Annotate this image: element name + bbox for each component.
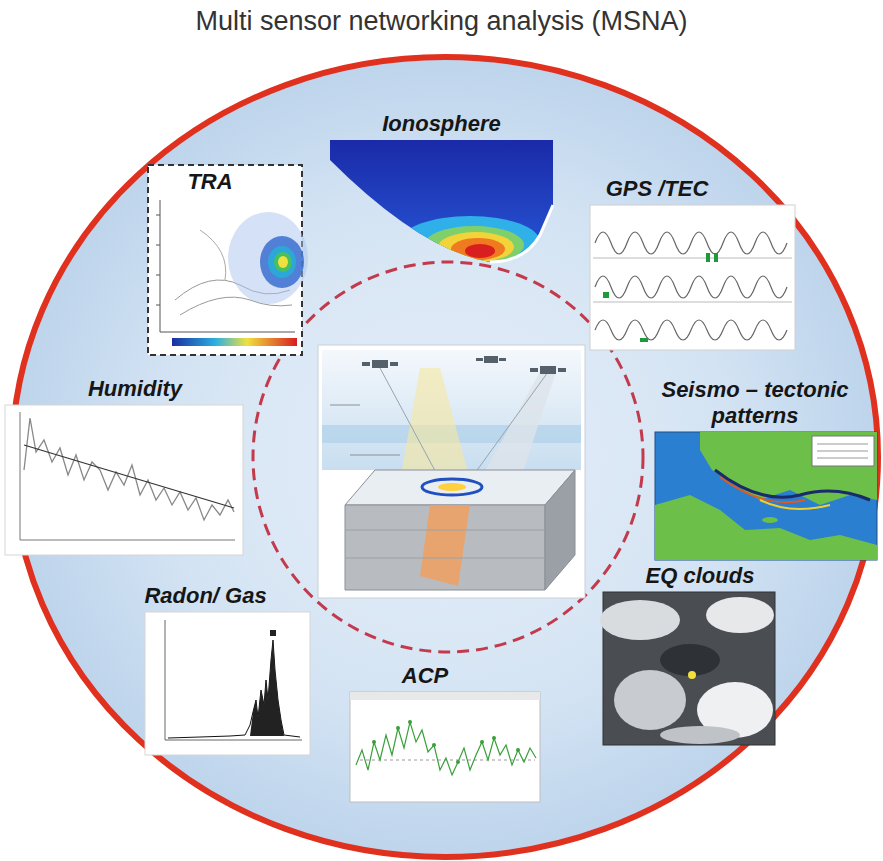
sensor-panel: TRA [148, 165, 302, 355]
panel-heading: Radon/ Gas [118, 583, 293, 608]
center-illustration [318, 345, 585, 598]
inner-ring [253, 262, 643, 652]
tra-image [148, 165, 308, 355]
panel-heading: TRA [160, 169, 260, 194]
acp-chart [350, 692, 540, 802]
panel-heading: Ionosphere [330, 111, 553, 136]
eq-clouds-image [600, 592, 775, 745]
sensor-panel: Humidity [5, 405, 243, 555]
panel-heading: Seismo – tectonic patterns [630, 377, 880, 428]
humidity-image [5, 405, 243, 555]
sensor-panel: Ionosphere [330, 140, 553, 262]
sensor-panel: Radon/ Gas [145, 612, 310, 755]
diagram-title: Multi sensor networking analysis (MSNA) [0, 6, 883, 37]
sensor-panel: ACP [350, 692, 540, 802]
sensor-panel: Seismo – tectonic patterns [655, 432, 877, 560]
seismo-tectonic-map [655, 432, 877, 560]
ionosphere-image [330, 140, 553, 268]
panel-heading: GPS /TEC [582, 176, 732, 201]
sensor-panel: GPS /TEC [590, 205, 795, 350]
panel-heading: ACP [370, 663, 480, 688]
gps-tec-image [590, 205, 795, 350]
panel-heading: Humidity [55, 376, 215, 401]
sensor-panel: EQ clouds [603, 592, 775, 745]
panel-heading: EQ clouds [625, 563, 775, 588]
radon-gas-chart [145, 612, 310, 755]
